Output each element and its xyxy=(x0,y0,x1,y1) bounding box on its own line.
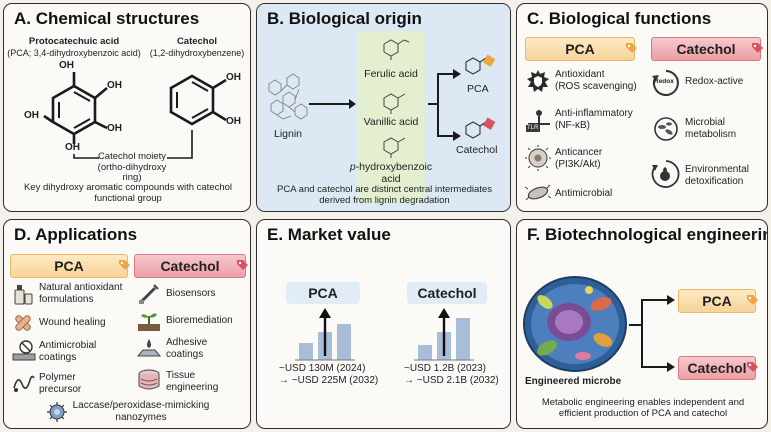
oh-label: OH xyxy=(59,60,74,71)
catechol-label: Catechol xyxy=(456,144,498,156)
environmental-detoxification-label: Environmental detoxification xyxy=(685,164,749,187)
panel-biotechnological-engineering: F. Biotechnological engineering PCA Cate… xyxy=(516,219,768,429)
pca-application-item: Wound healing xyxy=(39,317,106,328)
catechol-application-item: Bioremediation xyxy=(166,315,233,326)
antimicrobial-label: Antimicrobial xyxy=(555,188,613,199)
oh-label: OH xyxy=(65,142,80,153)
panel-chemical-structures: A. Chemical structures Protocatechuic ac… xyxy=(3,3,251,212)
market-bar xyxy=(456,318,470,360)
redox-active-label: Redox-active xyxy=(685,76,744,87)
tag-icon xyxy=(747,295,758,305)
catechol-application-item: Adhesive coatings xyxy=(166,337,208,360)
pca-tag-icon xyxy=(483,54,496,67)
panel-b-title: B. Biological origin xyxy=(267,9,422,28)
engineered-microbe-drawing xyxy=(523,276,675,372)
tag-icon xyxy=(752,43,763,53)
pca-market-label: PCA xyxy=(286,282,360,304)
tag-icon xyxy=(747,362,758,372)
biological-origin-drawing xyxy=(268,39,496,158)
panel-f-caption: Metabolic engineering enables independen… xyxy=(541,397,745,420)
panel-e-title: E. Market value xyxy=(267,225,391,244)
antioxidant-label: Antioxidant (ROS scavenging) xyxy=(555,69,637,92)
panel-a-title: A. Chemical structures xyxy=(14,9,200,28)
redox-badge: Redox xyxy=(654,78,674,85)
biosensor-icon xyxy=(139,284,159,304)
pca-name-label: Protocatechuic acid (PCA; 3,4-dihydroxyb… xyxy=(7,36,141,58)
tissue-scaffold-icon xyxy=(138,369,160,390)
oh-label: OH xyxy=(226,72,241,83)
pca-molecule-icon xyxy=(465,57,487,75)
catechol-name-label: Catechol (1,2-dihydroxybenzene) xyxy=(149,36,245,58)
adhesive-coating-icon xyxy=(137,339,161,357)
pca-label: PCA xyxy=(467,83,489,95)
panel-applications: D. Applications PCA Catechol Natural ant… xyxy=(3,219,251,429)
catechol-application-item: Biosensors xyxy=(166,288,216,299)
microbial-metabolism-label: Microbial metabolism xyxy=(685,117,737,140)
polymer-icon xyxy=(13,375,35,392)
panel-biological-functions: C. Biological functions PCA Catechol Ant… xyxy=(516,3,768,212)
panel-market-value: E. Market value PCA Catechol ~USD 130M (… xyxy=(256,219,511,429)
ferulic-acid-label: Ferulic acid xyxy=(364,68,418,80)
bottle-icon xyxy=(14,285,33,305)
pca-market-value: ~USD 130M (2024) → ~USD 225M (2032) xyxy=(279,363,379,386)
anticancer-label: Anticancer (PI3K/Akt) xyxy=(555,147,603,170)
p-hydroxybenzoic-acid-label: p-hydroxybenzoic acid xyxy=(349,161,433,186)
bioremediation-sprout-icon xyxy=(138,313,160,331)
microbial-metabolism-icon xyxy=(654,117,678,141)
catechol-tag: Catechol xyxy=(651,37,763,61)
antimicrobial-coating-icon xyxy=(12,340,36,361)
market-bar xyxy=(337,324,351,360)
nanozyme-icon xyxy=(47,402,67,422)
oh-label: OH xyxy=(226,116,241,127)
small-molecule-icon xyxy=(383,39,410,158)
tag-icon xyxy=(119,260,130,270)
chemical-structures-drawing xyxy=(43,72,227,159)
pca-output-tag: PCA xyxy=(678,289,758,313)
lignin-network-icon xyxy=(268,73,308,120)
catechol-application-item: Tissue engineering xyxy=(166,370,219,393)
market-growth-chart xyxy=(295,308,474,361)
microbe-cell-icon xyxy=(523,276,627,372)
pca-structure xyxy=(43,72,108,144)
pca-application-item: Natural antioxidant formulations xyxy=(39,282,123,305)
panel-biological-origin: B. Biological origin xyxy=(256,3,511,212)
market-bar xyxy=(299,343,313,360)
market-bar xyxy=(418,345,432,360)
panel-b-caption: PCA and catechol are distinct central in… xyxy=(277,184,492,207)
pca-application-item: Polymer precursor xyxy=(39,372,82,395)
oh-label: OH xyxy=(107,80,122,91)
oh-label: OH xyxy=(24,110,39,121)
engineered-microbe-label: Engineered microbe xyxy=(525,376,622,387)
pca-application-item: Antimicrobial coatings xyxy=(39,340,97,363)
panel-f-title: F. Biotechnological engineering xyxy=(527,225,768,244)
tlr-label: TLR xyxy=(527,125,539,131)
tag-icon xyxy=(626,43,637,53)
antioxidant-shield-icon xyxy=(527,70,549,92)
tag-icon xyxy=(237,260,248,270)
cancer-cell-icon xyxy=(525,145,551,171)
redox-cycle-icon xyxy=(652,70,679,96)
pca-tag: PCA xyxy=(10,254,130,278)
lignin-label: Lignin xyxy=(274,128,303,140)
catechol-market-value: ~USD 1.2B (2023) → ~USD 2.1B (2032) xyxy=(404,363,499,386)
panel-d-title: D. Applications xyxy=(14,225,138,244)
catechol-molecule-icon xyxy=(465,121,487,139)
catechol-tag: Catechol xyxy=(134,254,248,278)
catechol-moiety-label: Catechol moiety (ortho-dihydroxy ring) xyxy=(97,151,167,184)
anti-inflammatory-label: Anti-inflammatory (NF-κB) xyxy=(555,108,633,131)
bandage-icon xyxy=(15,315,31,331)
oh-label: OH xyxy=(107,123,122,134)
panel-c-title: C. Biological functions xyxy=(527,9,712,28)
pca-tag: PCA xyxy=(525,37,637,61)
catechol-structure xyxy=(169,74,227,126)
catechol-market-label: Catechol xyxy=(407,282,487,304)
nanozymes-label: Laccase/peroxidase-mimicking nanozymes xyxy=(72,400,210,423)
bacteria-icon xyxy=(525,184,551,201)
panel-a-caption: Key dihydroxy aromatic compounds with ca… xyxy=(23,182,233,205)
vanillic-acid-label: Vanillic acid xyxy=(363,116,419,128)
receptor-icon xyxy=(526,110,550,132)
catechol-tag-icon xyxy=(483,117,496,130)
environmental-detox-icon xyxy=(651,160,680,188)
catechol-output-tag: Catechol xyxy=(678,356,758,380)
